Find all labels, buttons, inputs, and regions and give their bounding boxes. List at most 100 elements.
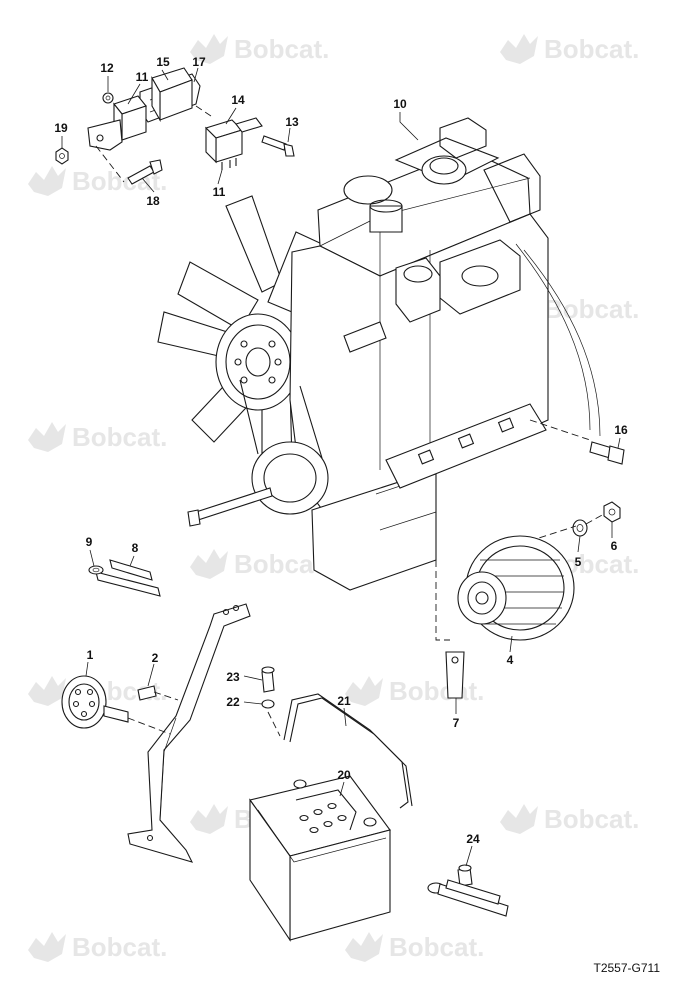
callout-10: 10 — [393, 97, 407, 111]
battery-cap — [327, 802, 337, 810]
relay-dash-line — [95, 145, 125, 183]
battery-terminal — [363, 817, 377, 827]
callout-2: 2 — [152, 651, 159, 665]
bobcat-logo-icon — [500, 34, 538, 64]
hold-down-rod — [283, 693, 409, 809]
fan-bolt-hole — [268, 376, 276, 384]
battery-cap — [323, 820, 333, 828]
bobcat-logo-icon — [500, 804, 538, 834]
callout-13: 13 — [285, 115, 299, 129]
thermostat-housing — [343, 175, 393, 205]
crank-pulley-inner — [263, 453, 317, 503]
adjusting-bracket — [445, 651, 465, 699]
leader-line — [399, 112, 419, 141]
leader-line — [129, 555, 135, 567]
bracket-hole — [232, 604, 240, 612]
long-bolt-head — [187, 509, 201, 527]
callout-20: 20 — [337, 768, 351, 782]
watermark-text: Bobcat. — [389, 676, 484, 706]
callout-16: 16 — [614, 423, 628, 437]
drawing-code: T2557-G711 — [593, 961, 661, 975]
fan-bolt-hole — [234, 358, 242, 366]
battery-cap — [299, 814, 309, 822]
strap-8-inner — [109, 559, 153, 581]
washer-9-bore — [92, 567, 100, 573]
bolt-2 — [137, 685, 157, 701]
callout-18: 18 — [146, 194, 160, 208]
strap-8 — [95, 571, 161, 597]
leader-line — [161, 69, 169, 81]
alternator-hardware — [507, 501, 621, 549]
dipstick-tube — [515, 243, 591, 431]
bobcat-logo-icon — [28, 166, 66, 196]
callout-14: 14 — [231, 93, 245, 107]
horn-dash-line — [127, 691, 179, 735]
leader-line — [509, 635, 513, 653]
watermark-text: Bobcat. — [544, 34, 639, 64]
horn-hole — [80, 710, 88, 718]
washer-5 — [572, 519, 588, 537]
fan-bolt-hole — [274, 358, 282, 366]
washer-9 — [88, 565, 104, 575]
watermark: Bobcat. — [500, 34, 639, 64]
bracket-7-hole — [451, 656, 459, 664]
plate-slot — [497, 417, 515, 433]
watermark: Bobcat. — [345, 676, 484, 706]
watermark: Bobcat. — [190, 549, 329, 579]
washer-5-bore — [576, 524, 584, 532]
leader-line — [465, 845, 473, 867]
ground-strap — [427, 864, 509, 917]
watermark-text: Bobcat. — [389, 932, 484, 962]
battery — [249, 775, 391, 942]
callout-19: 19 — [54, 121, 68, 135]
bracket-hole — [222, 608, 230, 616]
bolt-13-head — [283, 143, 295, 157]
plate-slot — [417, 449, 435, 465]
leader-line — [127, 83, 141, 105]
side-bracket — [87, 119, 123, 151]
callout-11: 11 — [136, 70, 149, 84]
callout-24: 24 — [466, 832, 480, 846]
leader-line — [141, 177, 155, 193]
bobcat-logo-icon — [190, 34, 228, 64]
callout-6: 6 — [611, 539, 618, 553]
bolt-13-shank — [261, 135, 287, 151]
battery-cap — [309, 826, 319, 834]
alternator-shaft — [475, 591, 489, 605]
bobcat-logo-icon — [28, 676, 66, 706]
relay-socket — [235, 117, 263, 133]
engine-block — [187, 117, 601, 591]
crank-pulley — [251, 441, 329, 515]
bracket-dash-line — [435, 560, 450, 641]
oil-filler-cap-top — [429, 157, 459, 175]
bobcat-logo-icon — [345, 676, 383, 706]
horn-assembly — [61, 603, 251, 863]
nut-19 — [55, 147, 69, 165]
callout-5: 5 — [575, 555, 582, 569]
leader-line — [243, 675, 263, 681]
horn-hole — [74, 688, 82, 696]
leader-lines — [61, 67, 621, 867]
water-hose — [343, 321, 387, 353]
horn-hole — [88, 700, 96, 708]
washer-22 — [261, 699, 275, 709]
fan-bolt-hole — [240, 340, 248, 348]
battery-rim — [257, 809, 387, 863]
nut-6 — [603, 501, 621, 523]
dipstick-tube — [523, 249, 601, 437]
thermostat-neck-top — [369, 199, 403, 213]
callout-4: 4 — [507, 653, 514, 667]
nut-19-bore — [59, 153, 65, 159]
leader-line — [85, 661, 89, 677]
strap-assembly — [88, 559, 161, 597]
alternator — [435, 535, 575, 641]
watermark: Bobcat. — [500, 804, 639, 834]
leader-line — [339, 781, 345, 797]
temperature-sender — [589, 441, 625, 465]
horn-bracket — [127, 603, 251, 863]
callout-1: 1 — [87, 648, 94, 662]
bolt-24-head — [458, 864, 472, 872]
fan-blade — [225, 195, 283, 293]
